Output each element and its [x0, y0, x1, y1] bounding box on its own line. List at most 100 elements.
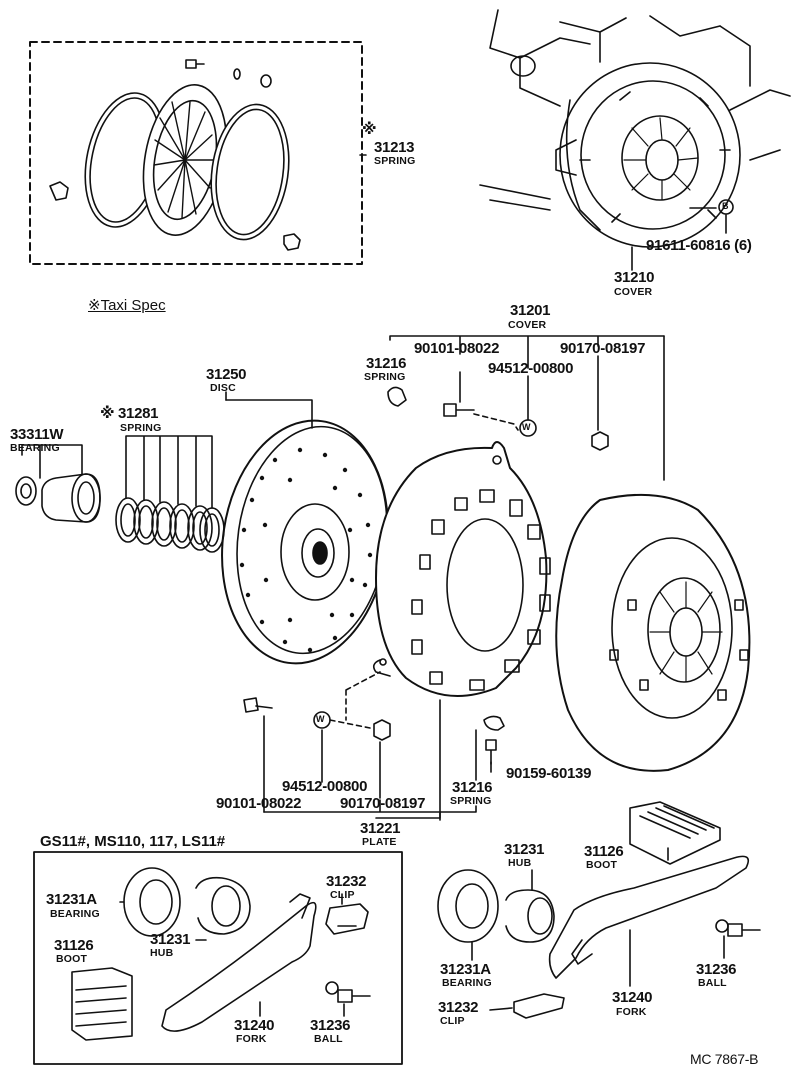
cover-diaphragm	[647, 577, 721, 683]
label-90101-top: 90101-08022	[414, 340, 500, 357]
dashed-assembly-bottom	[329, 671, 381, 729]
strap-spring-top	[387, 386, 407, 407]
small-bolt	[185, 59, 205, 69]
left-ball-head	[325, 981, 339, 995]
disc-outer	[221, 419, 389, 665]
disc-holes	[239, 447, 373, 653]
variant-box-frame	[33, 851, 403, 1065]
label-l31231-number: 31231	[150, 931, 191, 948]
label-r31232-name: CLIP	[440, 1015, 465, 1027]
bushing-bore	[77, 481, 95, 515]
taxi-spring-kit	[29, 41, 367, 265]
bolt-bottom	[243, 697, 273, 713]
leader-31201-branches	[389, 335, 665, 369]
cover-outer	[559, 62, 741, 248]
disc-spline	[312, 541, 328, 565]
fasteners	[243, 355, 609, 819]
ring-right-inner	[215, 108, 285, 236]
bushing-sleeve	[41, 473, 101, 523]
footer-code: MC 7867-B	[690, 1051, 759, 1067]
cover-face	[611, 537, 733, 719]
washer-top-mark: W	[522, 422, 531, 432]
small-pin	[233, 68, 241, 80]
pilot-bearing-and-springs	[15, 435, 225, 553]
cover-tabs	[579, 91, 731, 223]
disc-hub	[301, 528, 335, 578]
bolt-top	[443, 403, 475, 417]
variant-header: GS11#, MS110, 117, LS11#	[40, 833, 226, 850]
diaphragm-fingers	[623, 117, 699, 201]
label-l31231A-number: 31231A	[46, 891, 97, 908]
label-31221-name: PLATE	[362, 836, 397, 848]
label-31210-number: 31210	[614, 269, 655, 286]
label-r31231-number: 31231	[504, 841, 545, 858]
disc-damper	[280, 503, 350, 601]
label-31250-number: 31250	[206, 366, 247, 383]
label-33311w-name: BEARING	[10, 442, 60, 454]
spring-plate-fingers	[153, 101, 215, 219]
label-r31126-name: BOOT	[586, 859, 618, 871]
label-94512-bottom: 94512-00800	[282, 778, 368, 795]
plate-lug-left	[372, 659, 391, 677]
label-r31231-name: HUB	[508, 857, 532, 869]
label-31213-number: 31213	[374, 139, 415, 156]
label-90170-top: 90170-08197	[560, 340, 646, 357]
left-boot-pleats	[75, 985, 127, 1027]
cover-body	[555, 493, 751, 772]
label-r31232-number: 31232	[438, 999, 479, 1016]
right-boot	[629, 801, 721, 865]
mark-31213: ※	[362, 121, 377, 138]
small-nut	[260, 74, 272, 88]
label-31201-number: 31201	[510, 302, 551, 319]
label-r31240-number: 31240	[612, 989, 653, 1006]
label-31250-name: DISC	[210, 382, 236, 394]
engine-block-lines	[489, 9, 591, 107]
label-31216-bottom-number: 31216	[452, 779, 493, 796]
label-31281-name: SPRING	[120, 422, 162, 434]
label-31221-number: 31221	[360, 820, 401, 837]
strap-spring-bottom	[483, 715, 505, 731]
label-l31231-name: HUB	[150, 947, 174, 959]
screw-bottom	[485, 739, 497, 765]
label-31281-number: 31281	[118, 405, 159, 422]
pressure-plate	[372, 441, 551, 821]
right-clip	[513, 993, 565, 1019]
plate-body	[375, 441, 548, 697]
label-91611-number: 91611-60816 (6)	[646, 237, 752, 254]
right-fork-lower	[571, 939, 593, 965]
bushing-end	[71, 473, 101, 523]
label-l31231A-name: BEARING	[50, 908, 100, 920]
small-clip	[49, 181, 69, 201]
label-r31126-number: 31126	[584, 843, 624, 860]
label-90170-bottom: 90170-08197	[340, 795, 426, 812]
left-ball-body	[337, 989, 371, 1003]
washer-bottom-mark: W	[316, 714, 325, 724]
leader-31221-bus	[263, 799, 477, 819]
right-bearing	[437, 869, 499, 943]
damper-springs	[115, 497, 225, 553]
leader-r31232	[489, 1007, 513, 1011]
label-l31236-name: BALL	[314, 1033, 343, 1045]
right-hub-bore	[527, 897, 553, 935]
label-r31231A-number: 31231A	[440, 961, 491, 978]
label-r31231A-name: BEARING	[442, 977, 492, 989]
clutch-cover	[389, 335, 751, 772]
clutch-disc	[221, 391, 389, 665]
cover-rim	[555, 99, 601, 231]
label-31201-name: COVER	[508, 319, 547, 331]
pilot-bearing-inner	[20, 483, 32, 499]
right-fork	[548, 855, 750, 979]
label-31216-top-number: 31216	[366, 355, 407, 372]
cover-windows	[609, 599, 749, 701]
cover-ring	[580, 80, 726, 230]
label-l31232-number: 31232	[326, 873, 367, 890]
small-nut-2	[283, 233, 301, 251]
engine-shaft-lines	[479, 184, 551, 211]
plate-center-hole	[446, 518, 524, 652]
assembled-cover	[479, 9, 791, 271]
engine-boss	[510, 55, 536, 77]
label-l31126-name: BOOT	[56, 953, 88, 965]
leader-31281	[125, 435, 213, 509]
dashed-assembly-top	[473, 413, 519, 431]
label-l31232-name: CLIP	[330, 889, 355, 901]
